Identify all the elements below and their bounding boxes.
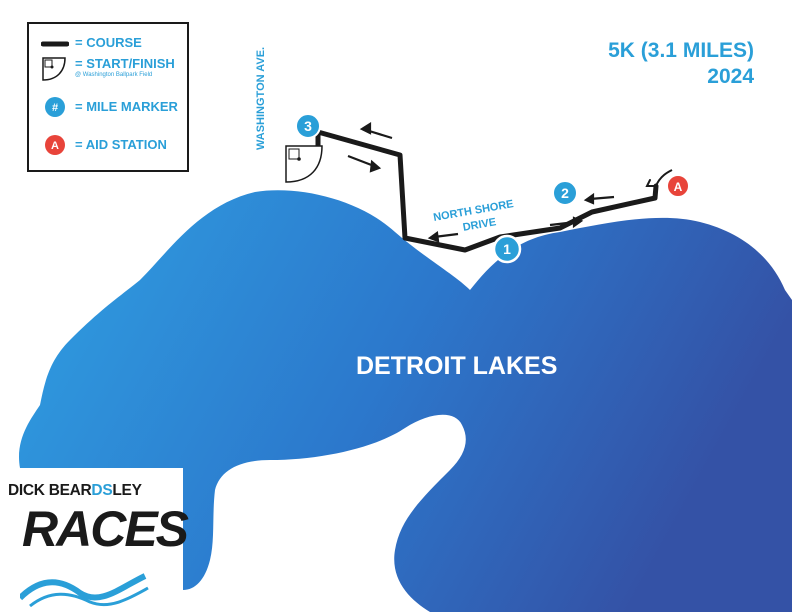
dick-beardsley-races-logo: DICK BEARDSLEY RACES	[0, 468, 189, 612]
legend-mile-marker-label: = MILE MARKER	[75, 99, 178, 114]
ballpark-start-finish-icon	[285, 145, 323, 183]
aid-station-marker: A	[666, 174, 690, 198]
mile-marker-3: 3	[295, 113, 321, 139]
mile-marker-2: 2	[552, 180, 578, 206]
logo-top-text: DICK BEARDSLEY	[8, 482, 142, 499]
race-year: 2024	[707, 65, 754, 88]
aid-station-icon: A	[45, 135, 65, 155]
lake-label: DETROIT LAKES	[356, 352, 558, 380]
legend-course: = COURSE	[29, 34, 189, 56]
legend-aid-station-label: = AID STATION	[75, 137, 167, 152]
mile-marker-1: 1	[492, 234, 522, 264]
logo-races-text: RACES	[22, 501, 189, 557]
svg-text:1: 1	[503, 241, 511, 257]
race-distance: 5K (3.1 MILES)	[608, 39, 754, 62]
lake-shape	[19, 190, 792, 612]
legend-mile-marker: # = MILE MARKER	[29, 96, 189, 118]
street-label-north-shore-2: DRIVE	[462, 216, 497, 234]
legend-course-label: = COURSE	[75, 35, 142, 50]
logo-wave-icon	[20, 573, 149, 608]
race-title: 5K (3.1 MILES) 2024	[608, 38, 754, 90]
svg-text:A: A	[674, 180, 683, 194]
course-route	[315, 129, 659, 253]
map-legend: = COURSE = START/FINISH @ Washington Bal…	[27, 22, 189, 172]
svg-text:3: 3	[304, 118, 312, 134]
legend-start-finish-label: = START/FINISH	[75, 56, 175, 71]
course-line-icon	[41, 41, 69, 47]
direction-arrows	[347, 122, 615, 243]
mile-marker-icon: #	[45, 97, 65, 117]
svg-text:2: 2	[561, 185, 569, 201]
svg-text:#: #	[52, 102, 58, 114]
aid-turnaround	[655, 169, 673, 187]
legend-start-finish: = START/FINISH @ Washington Ballpark Fie…	[29, 56, 189, 84]
street-label-washington: WASHINGTON AVE.	[255, 47, 267, 150]
svg-text:A: A	[51, 140, 59, 152]
legend-aid-station: A = AID STATION	[29, 134, 189, 156]
ballpark-icon	[42, 57, 66, 81]
turnaround-arrow-icon	[645, 179, 655, 187]
legend-start-finish-note: @ Washington Ballpark Field	[75, 72, 153, 78]
